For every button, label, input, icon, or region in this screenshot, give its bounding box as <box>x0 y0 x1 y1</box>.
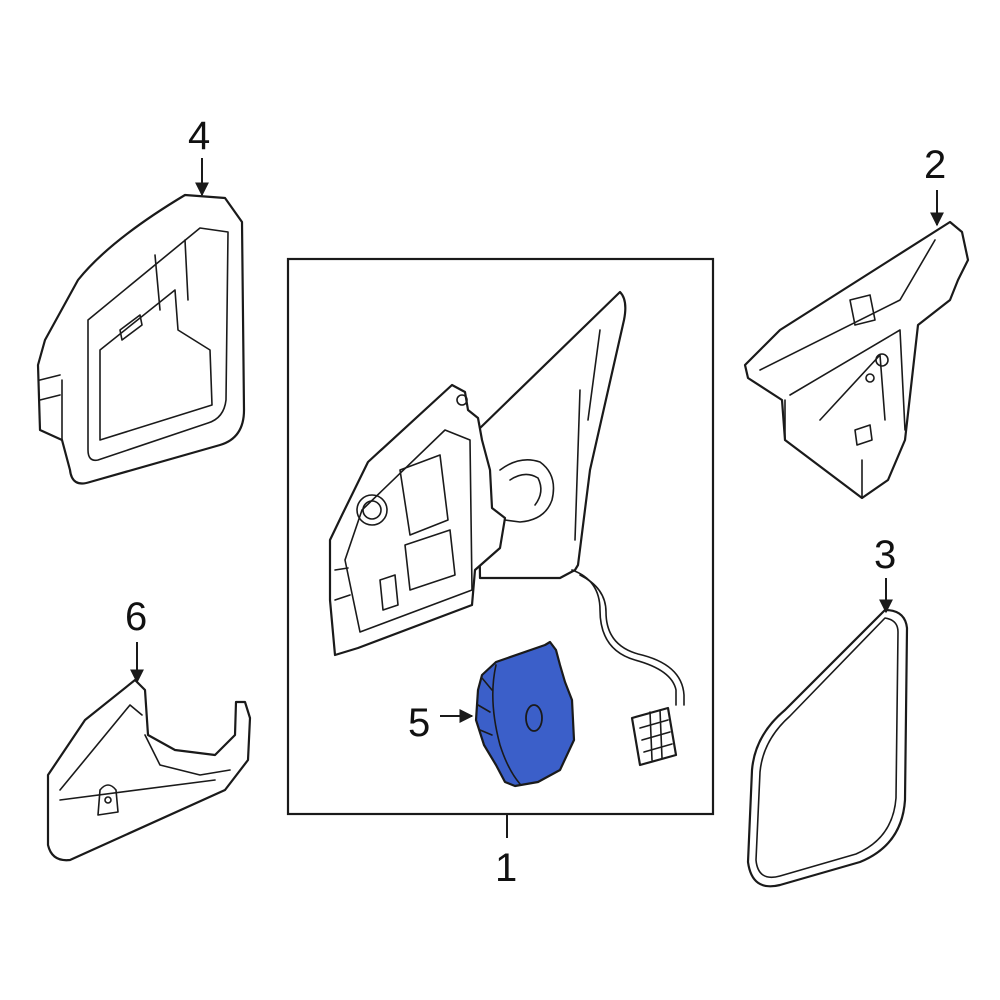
callout-4: 4 <box>188 114 211 158</box>
part-5-mirror-motor <box>440 640 576 788</box>
assembly-box <box>286 257 715 816</box>
motor-housing <box>474 640 576 788</box>
callout-5: 5 <box>408 701 431 745</box>
part-1-mirror-assembly <box>328 290 685 767</box>
motor-shaft-hole <box>525 704 543 732</box>
callout-3: 3 <box>874 533 897 577</box>
part-4-mirror-cover <box>36 158 246 485</box>
callout-6: 6 <box>125 595 148 639</box>
callout-2: 2 <box>924 143 947 187</box>
part-6-lower-cover <box>46 642 252 862</box>
part-2-mirror-base <box>743 190 970 500</box>
callout-1: 1 <box>495 846 518 890</box>
part-3-mirror-glass <box>746 578 909 888</box>
